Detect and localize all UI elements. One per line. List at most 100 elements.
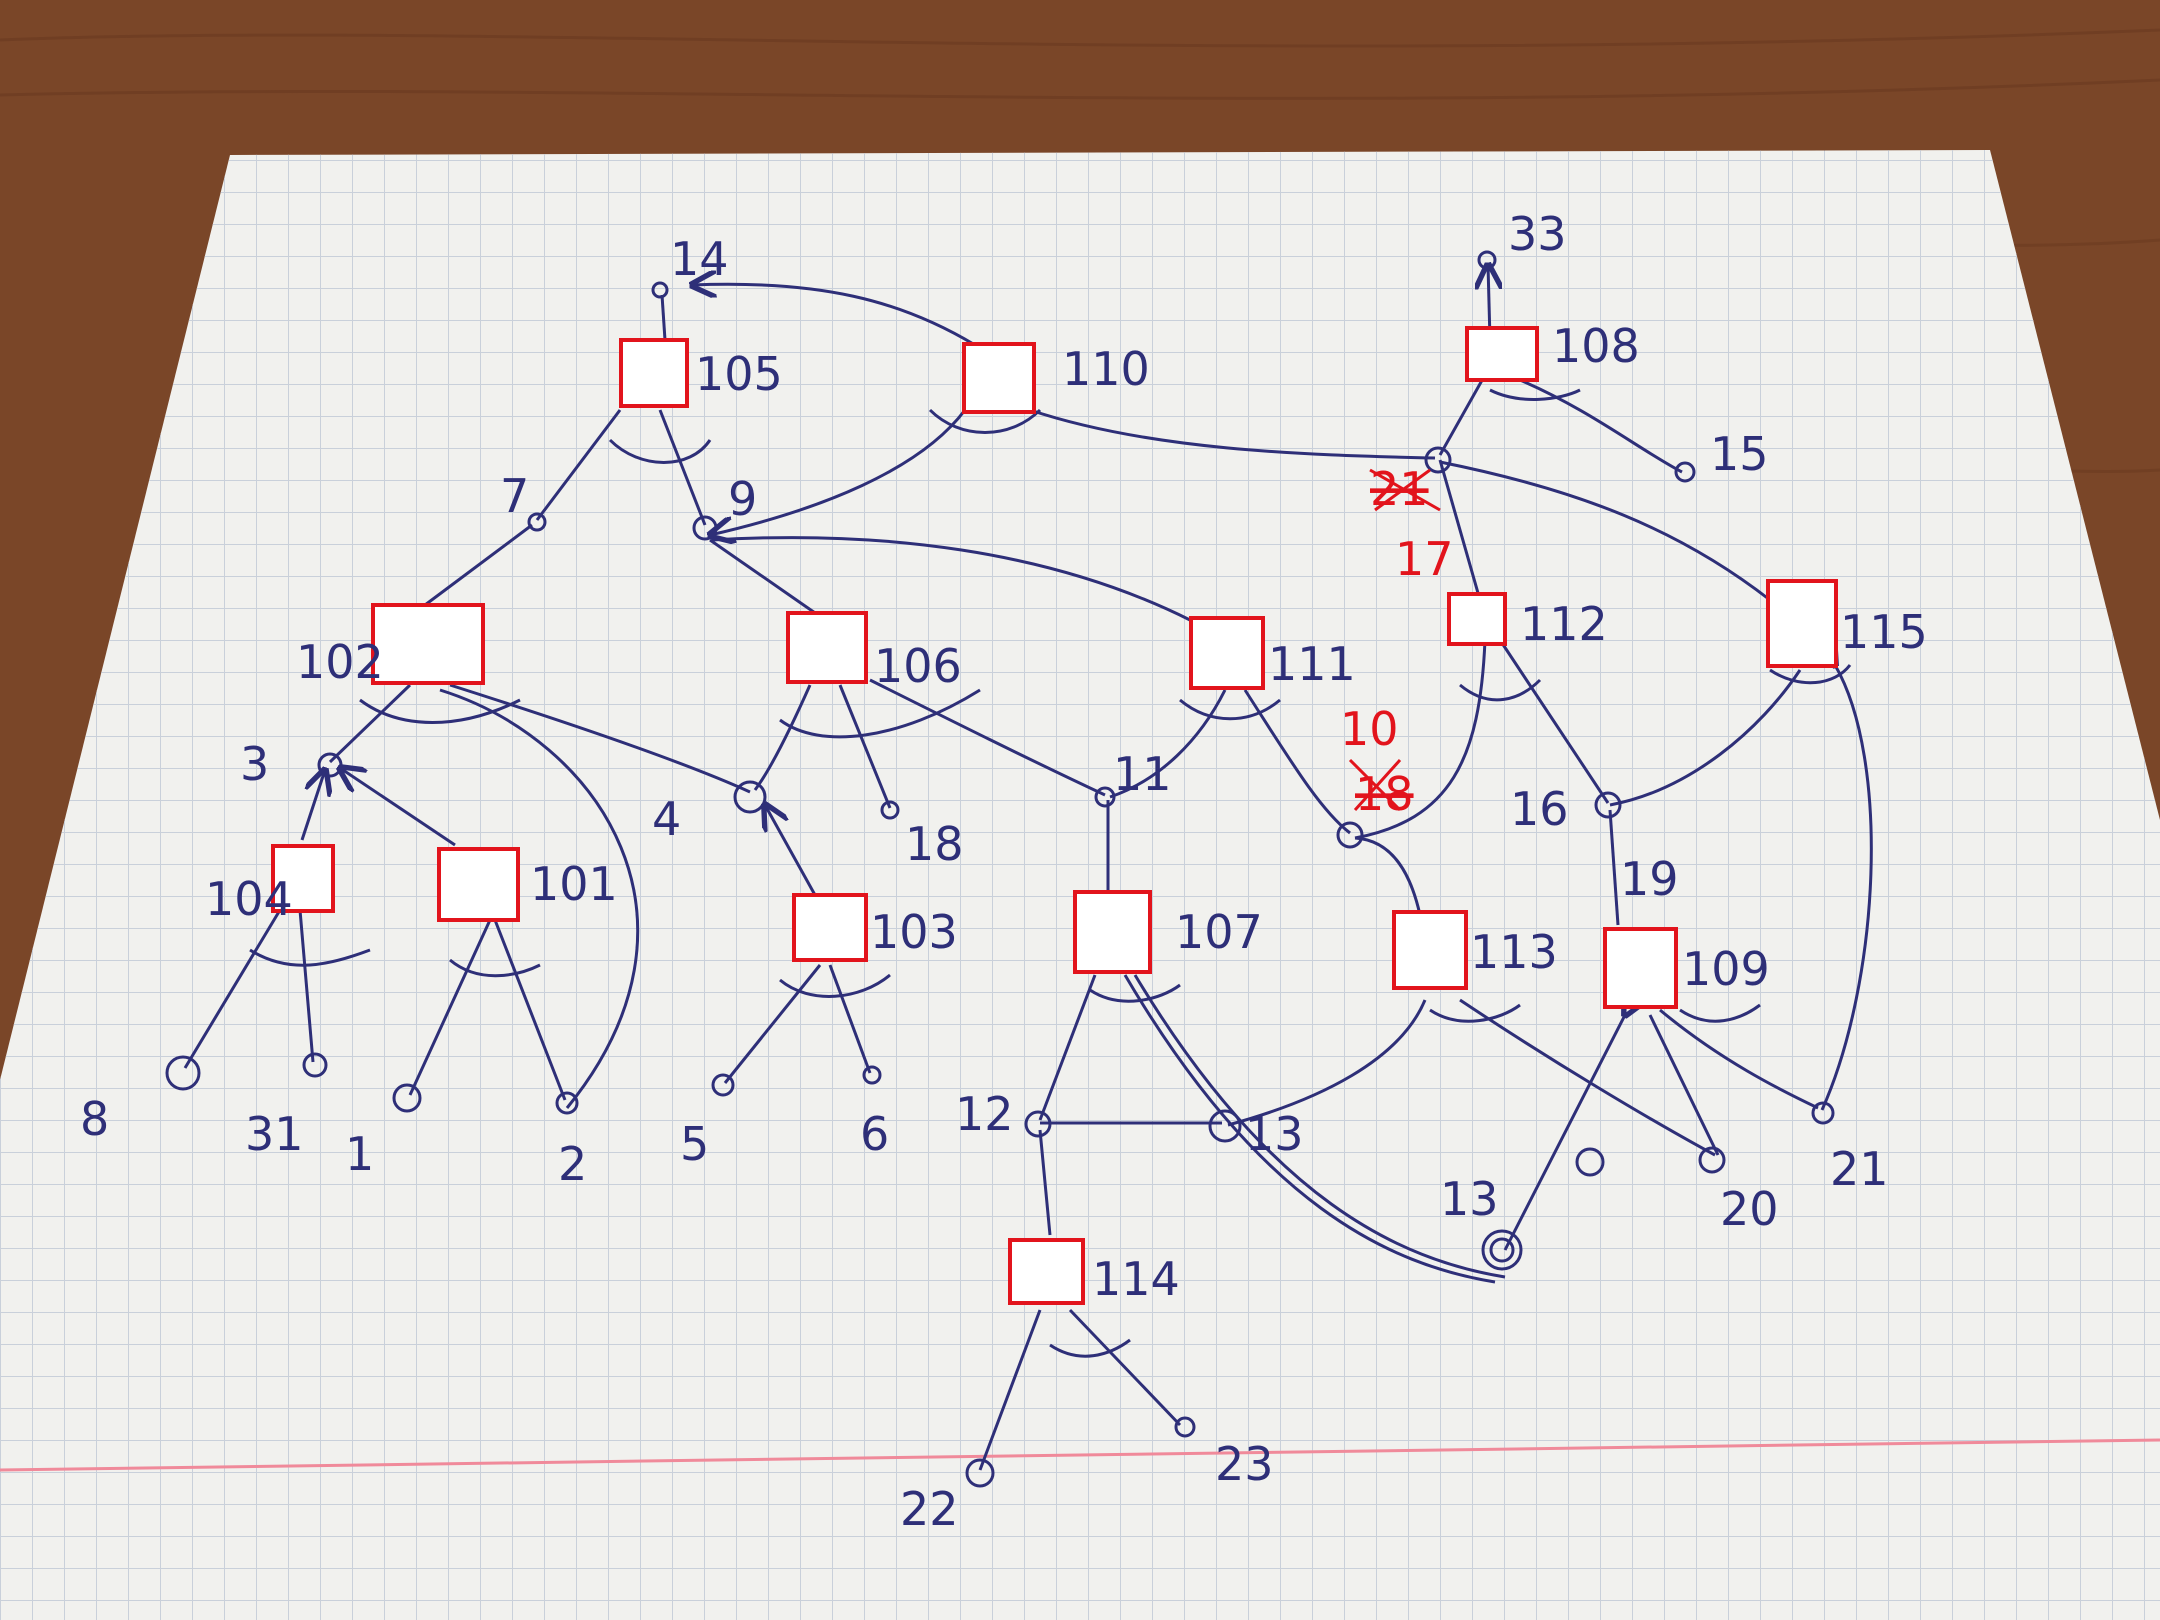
box-label-107: 107 bbox=[1175, 905, 1263, 959]
edges bbox=[183, 265, 1873, 1471]
node-21 bbox=[1811, 1101, 1835, 1125]
edge-101-2 bbox=[493, 919, 567, 1101]
node-label-4: 4 bbox=[652, 792, 681, 846]
edge-111-9 bbox=[711, 536, 1191, 622]
edge-112-16 bbox=[1498, 639, 1610, 804]
edge-109-13b bbox=[1503, 1015, 1625, 1251]
node-9 bbox=[692, 515, 718, 541]
node-13b bbox=[1481, 1229, 1523, 1271]
box-115 bbox=[1766, 579, 1838, 668]
edge-106-9 bbox=[709, 538, 819, 617]
node-14 bbox=[651, 281, 669, 299]
edge-107-12 bbox=[1038, 974, 1097, 1121]
node-label-23: 23 bbox=[1215, 1437, 1274, 1491]
box-111 bbox=[1189, 616, 1265, 690]
edge-115-16 bbox=[1609, 669, 1802, 807]
node-label-11: 11 bbox=[1113, 747, 1172, 801]
box-label-113: 113 bbox=[1470, 925, 1558, 979]
box-label-108: 108 bbox=[1552, 319, 1640, 373]
strike-x-10 bbox=[1348, 758, 1402, 812]
edge-113-10 bbox=[1354, 836, 1422, 916]
node-20 bbox=[1698, 1146, 1726, 1174]
node-11 bbox=[1094, 786, 1116, 808]
box-105 bbox=[619, 338, 689, 408]
box-113 bbox=[1392, 910, 1468, 990]
node-label-33: 33 bbox=[1508, 207, 1567, 261]
strike-x-17 bbox=[1369, 468, 1441, 512]
edge-111-11 bbox=[1109, 689, 1227, 799]
node-13-extra bbox=[1575, 1147, 1605, 1177]
node-17 bbox=[1424, 446, 1452, 474]
edge-110-14 bbox=[692, 284, 976, 347]
edge-102-3 bbox=[328, 683, 412, 764]
edge-102-2 bbox=[439, 688, 639, 1109]
node-22 bbox=[965, 1458, 995, 1488]
edge-107-13b bbox=[1133, 974, 1506, 1279]
edge-104-3 bbox=[300, 770, 325, 841]
edge-114-23 bbox=[1068, 1308, 1182, 1427]
box-106 bbox=[786, 611, 868, 684]
edge-104-8 bbox=[183, 909, 282, 1069]
edge-109-19 bbox=[1608, 809, 1620, 926]
edge-109-20 bbox=[1648, 1014, 1720, 1156]
box-label-114: 114 bbox=[1092, 1252, 1180, 1306]
edge-108-17 bbox=[1438, 374, 1487, 456]
node-label-16: 16 bbox=[1510, 782, 1569, 836]
box-label-115: 115 bbox=[1840, 605, 1928, 659]
node-label-18: 18 bbox=[905, 817, 964, 871]
edge-106-11 bbox=[869, 678, 1106, 797]
node-6 bbox=[862, 1065, 882, 1085]
box-labels: 105 110 108 102 106 111 112 115 104 101 … bbox=[205, 319, 1928, 1306]
process-boxes bbox=[271, 326, 1838, 1305]
edge-102-4 bbox=[449, 683, 751, 794]
node-15 bbox=[1674, 461, 1696, 483]
edge-103-6 bbox=[828, 964, 872, 1074]
edge-109-21 bbox=[1659, 1008, 1819, 1110]
edge-104-31 bbox=[298, 909, 315, 1063]
edge-106-18 bbox=[838, 684, 892, 809]
node-label-9: 9 bbox=[728, 472, 757, 526]
node-label-17: 17 bbox=[1395, 532, 1454, 586]
strike-marks bbox=[1348, 468, 1441, 812]
box-label-111: 111 bbox=[1268, 637, 1356, 691]
edge-103-5 bbox=[723, 964, 822, 1084]
node-label-10: 10 bbox=[1340, 702, 1399, 756]
box-label-109: 109 bbox=[1682, 942, 1770, 996]
node-label-20: 20 bbox=[1720, 1182, 1779, 1236]
edge-105-14 bbox=[660, 294, 667, 341]
node-label-13a: 13 bbox=[1245, 1107, 1304, 1161]
edge-113-20 bbox=[1459, 998, 1716, 1157]
box-104 bbox=[271, 844, 335, 913]
box-109 bbox=[1603, 927, 1678, 1009]
node-5 bbox=[711, 1073, 735, 1097]
node-label-8: 8 bbox=[80, 1092, 109, 1146]
box-label-105: 105 bbox=[695, 347, 783, 401]
node-8 bbox=[165, 1055, 201, 1091]
box-102 bbox=[371, 603, 485, 685]
edge-110-9 bbox=[710, 409, 967, 535]
node-label-14: 14 bbox=[670, 232, 729, 286]
node-label-7: 7 bbox=[500, 469, 529, 523]
node-13a bbox=[1208, 1109, 1242, 1143]
edge-112-17 bbox=[1438, 459, 1482, 601]
node-10 bbox=[1336, 821, 1364, 849]
box-107 bbox=[1073, 890, 1152, 974]
box-label-102: 102 bbox=[296, 635, 384, 689]
node-13b-inner bbox=[1489, 1237, 1515, 1263]
box-label-106: 106 bbox=[874, 639, 962, 693]
node-label-3: 3 bbox=[240, 737, 269, 791]
box-101 bbox=[437, 847, 520, 922]
box-108 bbox=[1465, 326, 1539, 382]
edge-110-17 bbox=[1029, 408, 1436, 460]
edge-101-1 bbox=[408, 919, 492, 1096]
edge-107-13b-double bbox=[1123, 974, 1496, 1284]
edge-111-10 bbox=[1243, 689, 1351, 835]
edge-112-10 bbox=[1354, 639, 1487, 840]
edge-101-3 bbox=[340, 768, 456, 847]
edge-106-4 bbox=[753, 684, 812, 791]
node-label-5: 5 bbox=[680, 1117, 709, 1171]
node-label-22: 22 bbox=[900, 1482, 959, 1536]
node-3 bbox=[317, 752, 343, 778]
node-label-31: 31 bbox=[245, 1107, 304, 1161]
